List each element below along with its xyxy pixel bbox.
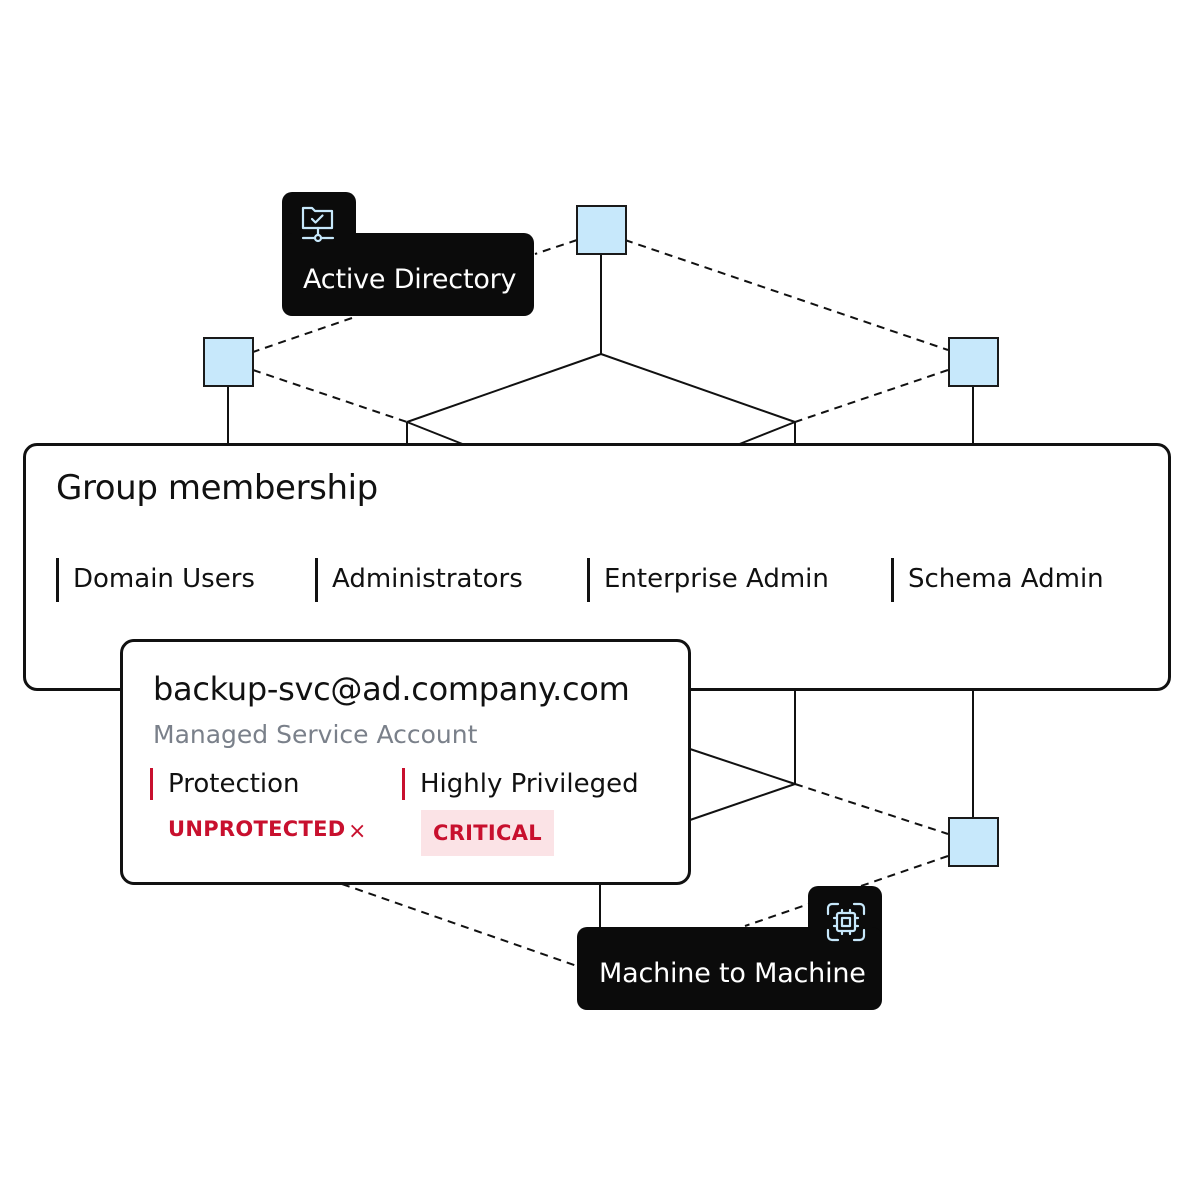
node-left [203, 337, 254, 387]
group-item-domain-users[interactable]: Domain Users [56, 558, 255, 602]
chip-icon [826, 902, 866, 942]
graph-nodes [203, 205, 999, 867]
privilege-status-badge: CRITICAL [421, 810, 554, 856]
connector-upper-diamond-left [406, 353, 602, 423]
dashed-lower-to-node [794, 783, 949, 835]
connector-lower-diamond-bottom [689, 783, 796, 821]
active-directory-label: Active Directory [303, 264, 517, 295]
dashed-ad-to-left [252, 317, 353, 353]
node-right [948, 337, 999, 387]
folder-network-icon [301, 206, 335, 243]
connector-lower-diamond-top [689, 748, 796, 785]
privilege-label: Highly Privileged [402, 768, 639, 800]
active-directory-tag-body [282, 233, 534, 316]
protection-label: Protection [150, 768, 300, 800]
dashed-node-to-m2m [744, 855, 949, 927]
account-email: backup-svc@ad.company.com [153, 670, 630, 708]
node-bottom-right [948, 817, 999, 867]
group-item-administrators[interactable]: Administrators [315, 558, 523, 602]
dashed-right-to-inner [794, 369, 949, 423]
dashed-left-to-inner [252, 369, 408, 423]
connector-inner-right [736, 421, 796, 446]
node-top [576, 205, 627, 255]
dashed-card-to-m2m [341, 883, 578, 967]
dashed-top-to-right [624, 239, 949, 351]
solid-connectors [227, 254, 974, 930]
dashed-connectors [252, 239, 949, 967]
close-icon: × [348, 819, 367, 844]
group-item-schema-admin[interactable]: Schema Admin [891, 558, 1104, 602]
account-type: Managed Service Account [153, 720, 478, 749]
protection-status-badge: UNPROTECTED [168, 817, 346, 841]
machine-to-machine-label: Machine to Machine [599, 958, 866, 989]
connector-inner-left [406, 421, 466, 446]
active-directory-tag[interactable]: Active Directory [282, 192, 534, 316]
dashed-top-to-ad [534, 239, 578, 255]
group-membership-title: Group membership [56, 468, 378, 508]
connector-upper-diamond-right [600, 353, 796, 423]
account-card[interactable]: backup-svc@ad.company.com Managed Servic… [120, 639, 691, 885]
machine-to-machine-tag[interactable]: Machine to Machine [577, 886, 882, 1010]
group-item-enterprise-admin[interactable]: Enterprise Admin [587, 558, 829, 602]
